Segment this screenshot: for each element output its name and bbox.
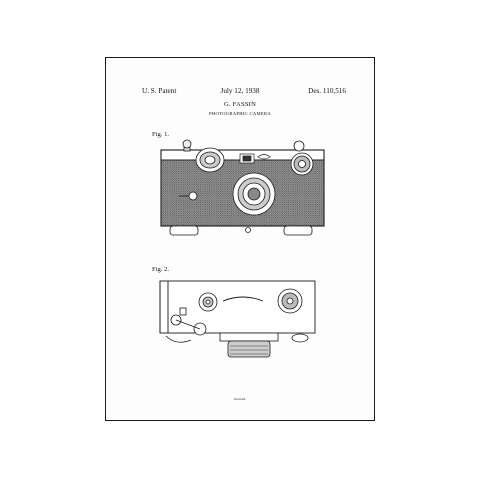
- lever-mechanism: [165, 307, 207, 343]
- patent-label: U. S. Patent: [142, 87, 177, 95]
- inventor-name: G. FASSIN: [223, 101, 257, 108]
- advance-knob: [277, 288, 303, 314]
- winding-knob-right: [290, 140, 314, 176]
- patent-date: July 12, 1938: [220, 87, 260, 95]
- camera-top-view-drawing: [159, 280, 316, 358]
- inventor-signature: Inventor: [234, 397, 246, 401]
- figure-1-label: Fig. 1.: [152, 131, 170, 138]
- viewfinder-window: [239, 153, 271, 164]
- camera-feet: [169, 225, 313, 236]
- figure-2-label: Fig. 2.: [152, 266, 170, 273]
- lens-barrel-top: [219, 332, 279, 358]
- design-number: Des. 110,516: [308, 87, 346, 95]
- shutter-release-lever: [179, 191, 198, 201]
- lens-assembly: [232, 172, 276, 216]
- shutter-dial-left: [182, 139, 225, 173]
- patent-title: PHOTOGRAPHIC CAMERA: [209, 111, 271, 116]
- camera-front-view-drawing: [160, 139, 325, 236]
- rewind-knob: [198, 292, 218, 312]
- patent-poster: U. S. Patent July 12, 1938 Des. 110,516 …: [105, 57, 375, 421]
- strap-lug: [291, 333, 309, 343]
